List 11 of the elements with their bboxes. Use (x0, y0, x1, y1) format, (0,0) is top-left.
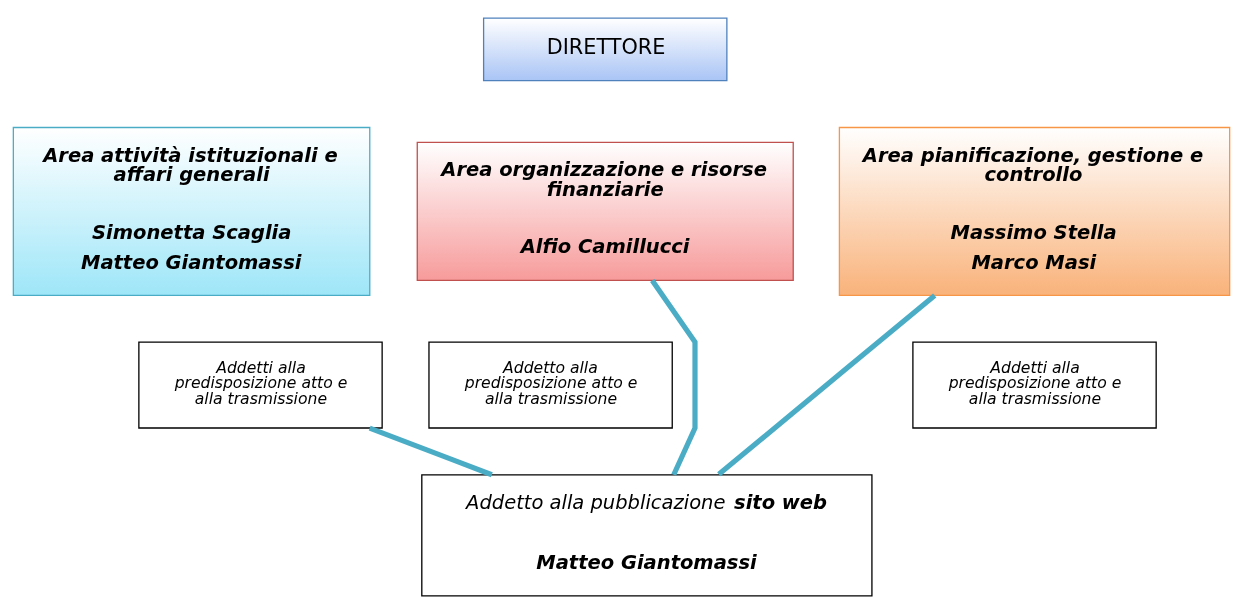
node-box: Addetto alla predisposizione atto e alla trasmissione (428, 341, 673, 429)
node-box: Area attività istituzionali e affari generali Simonetta Scaglia Matteo Giantomassi (12, 126, 371, 296)
node-box: DIRETTORE (482, 17, 728, 82)
connector (368, 425, 493, 478)
node-box: Addetti alla predisposizione atto e alla trasmissione (138, 341, 383, 429)
connector (717, 293, 937, 477)
node-box: Addetti alla predisposizione atto e alla trasmissione (912, 341, 1157, 429)
node-box: Addetto alla pubblicazione sito web Matteo Giantomassi (421, 474, 873, 597)
node-box: Area organizzazione e risorse finanziarie Alfio Camillucci (416, 141, 794, 281)
connector (650, 278, 698, 476)
node-box: Area pianificazione, gestione e controllo Massimo Stella Marco Masi (838, 126, 1231, 296)
